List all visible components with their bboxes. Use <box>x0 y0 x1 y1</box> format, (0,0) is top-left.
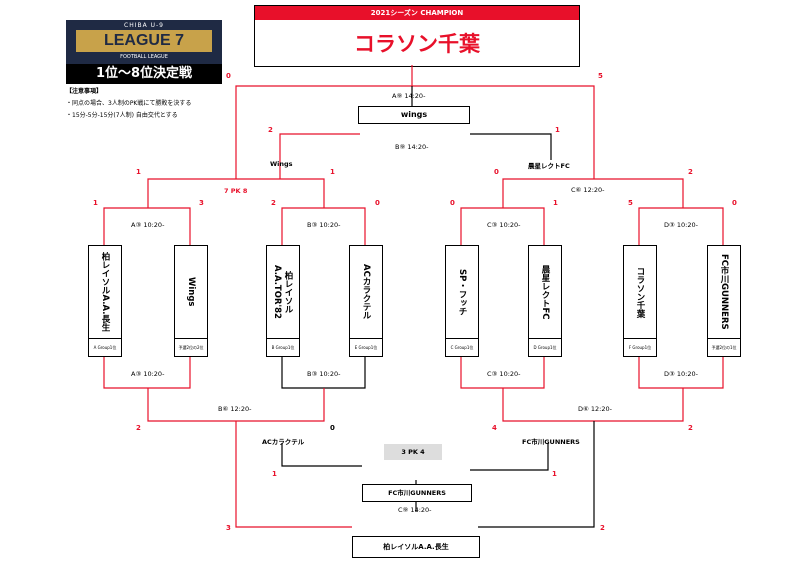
final-score-right: 5 <box>598 72 603 80</box>
wings-label: Wings <box>270 160 293 168</box>
page-title: 1位～8位決定戦 <box>66 64 222 84</box>
third-score-right: 1 <box>555 126 560 134</box>
notes: 【注意事項】 ・同点の場合、3人制のPK戦にて勝敗を決する ・15分-5分-15… <box>66 86 191 122</box>
semi-score-4: 2 <box>688 168 693 176</box>
final-score-left: 0 <box>226 72 231 80</box>
champion-box: 2021シーズン CHAMPION コラソン千葉 <box>254 5 580 67</box>
team-box-1: 柏レイソルA.A.長生 A Group1位 <box>88 245 122 357</box>
team-name: 晨星レクトFC <box>540 264 550 320</box>
team-box-7: コラソン千葉 F Group1位 <box>623 245 657 357</box>
fifth-score-right: 2 <box>600 524 605 532</box>
r1-score-2: 3 <box>199 199 204 207</box>
ac-label: ACカラクテル <box>262 438 305 446</box>
third-winner-box: FC市川GUNNERS <box>362 484 472 502</box>
team-name: Wings <box>186 277 196 307</box>
logo-sub-text: FOOTBALL LEAGUE <box>120 54 168 60</box>
team-name: 柏レイソルA.A.長生 <box>100 252 110 332</box>
team-box-5: SP・フッチ C Group1位 <box>445 245 479 357</box>
semi-bottom-score-2: 0 <box>330 424 335 432</box>
r1-bottom-label-3: C③ 10:20- <box>487 370 521 378</box>
team-box-8: FC市川GUNNERS 予選2位の1位 <box>707 245 741 357</box>
semi-bottom-score-1: 2 <box>136 424 141 432</box>
r1-top-label-4: D③ 10:20- <box>664 221 698 229</box>
r1-top-label-3: C③ 10:20- <box>487 221 521 229</box>
third-score-left: 2 <box>268 126 273 134</box>
r1-bottom-label-2: B③ 10:20- <box>307 370 341 378</box>
semi-score-2: 1 <box>330 168 335 176</box>
team-box-4: ACカラクテル E Group1位 <box>349 245 383 357</box>
team-group: A Group1位 <box>89 338 121 357</box>
team-group: E Group1位 <box>350 338 382 357</box>
r1-top-label-2: B③ 10:20- <box>307 221 341 229</box>
seisei-label: 晨星レクトFC <box>528 162 570 170</box>
r1-score-6: 1 <box>553 199 558 207</box>
team-group: B Group1位 <box>267 338 299 357</box>
notes-heading: 【注意事項】 <box>66 88 103 95</box>
r1-bottom-label-4: D③ 10:20- <box>664 370 698 378</box>
fifth-pre-score-right: 1 <box>552 470 557 478</box>
semi-top-right-label: C⑥ 12:20- <box>571 186 605 194</box>
team-group: C Group1位 <box>446 338 478 357</box>
r1-score-4: 0 <box>375 199 380 207</box>
notes-line-1: ・同点の場合、3人制のPK戦にて勝敗を決する <box>66 100 192 107</box>
team-name: SP・フッチ <box>457 268 467 316</box>
team-group: F Group1位 <box>624 338 656 357</box>
team-box-6: 晨星レクトFC D Group1位 <box>528 245 562 357</box>
league-logo: CHIBA U-9 LEAGUE 7 FOOTBALL LEAGUE <box>66 20 222 64</box>
semi-bottom-right-label: D⑥ 12:20- <box>578 405 612 413</box>
semi-bottom-score-3: 4 <box>492 424 497 432</box>
logo-top-text: CHIBA U-9 <box>124 22 164 29</box>
notes-line-2: ・15分-5分-15分(7人制) 自由交代とする <box>66 112 178 119</box>
r1-score-1: 1 <box>93 199 98 207</box>
champion-team: コラソン千葉 <box>354 32 480 56</box>
r1-score-3: 2 <box>271 199 276 207</box>
pk-bottom-label: 3 PK 4 <box>384 444 442 460</box>
fc-ichikawa-label: FC市川GUNNERS <box>522 438 580 446</box>
fifth-pre-score-left: 1 <box>272 470 277 478</box>
final-winner-box: wings <box>358 106 470 124</box>
fifth-match-label: C⑨ 14:20- <box>398 506 432 514</box>
team-box-2: Wings 予選2位の2位 <box>174 245 208 357</box>
team-group: 予選2位の1位 <box>708 338 740 357</box>
semi-bottom-score-4: 2 <box>688 424 693 432</box>
team-name: コラソン千葉 <box>635 266 645 318</box>
third-match-label: B⑨ 14:20- <box>395 143 429 151</box>
r1-top-label-1: A③ 10:20- <box>131 221 165 229</box>
team-group: D Group1位 <box>529 338 561 357</box>
team-box-3: 柏レイソルA.A.TOR'82 B Group1位 <box>266 245 300 357</box>
team-name: 柏レイソルA.A.TOR'82 <box>272 265 293 319</box>
r1-score-8: 0 <box>732 199 737 207</box>
team-group: 予選2位の2位 <box>175 338 207 357</box>
champion-header: 2021シーズン CHAMPION <box>255 6 579 20</box>
r1-score-7: 5 <box>628 199 633 207</box>
fifth-score-left: 3 <box>226 524 231 532</box>
semi-bottom-left-label: B⑥ 12:20- <box>218 405 252 413</box>
r1-score-5: 0 <box>450 199 455 207</box>
r1-bottom-label-1: A③ 10:20- <box>131 370 165 378</box>
final-match-label: A⑨ 14:20- <box>392 92 426 100</box>
team-name: FC市川GUNNERS <box>719 254 729 330</box>
pk-top-label: 7 PK 8 <box>224 187 248 195</box>
fifth-winner-box: 柏レイソルA.A.長生 <box>352 536 480 558</box>
logo-main-text: LEAGUE 7 <box>76 30 212 52</box>
semi-score-3: 0 <box>494 168 499 176</box>
team-name: ACカラクテル <box>361 264 371 320</box>
semi-score-1: 1 <box>136 168 141 176</box>
